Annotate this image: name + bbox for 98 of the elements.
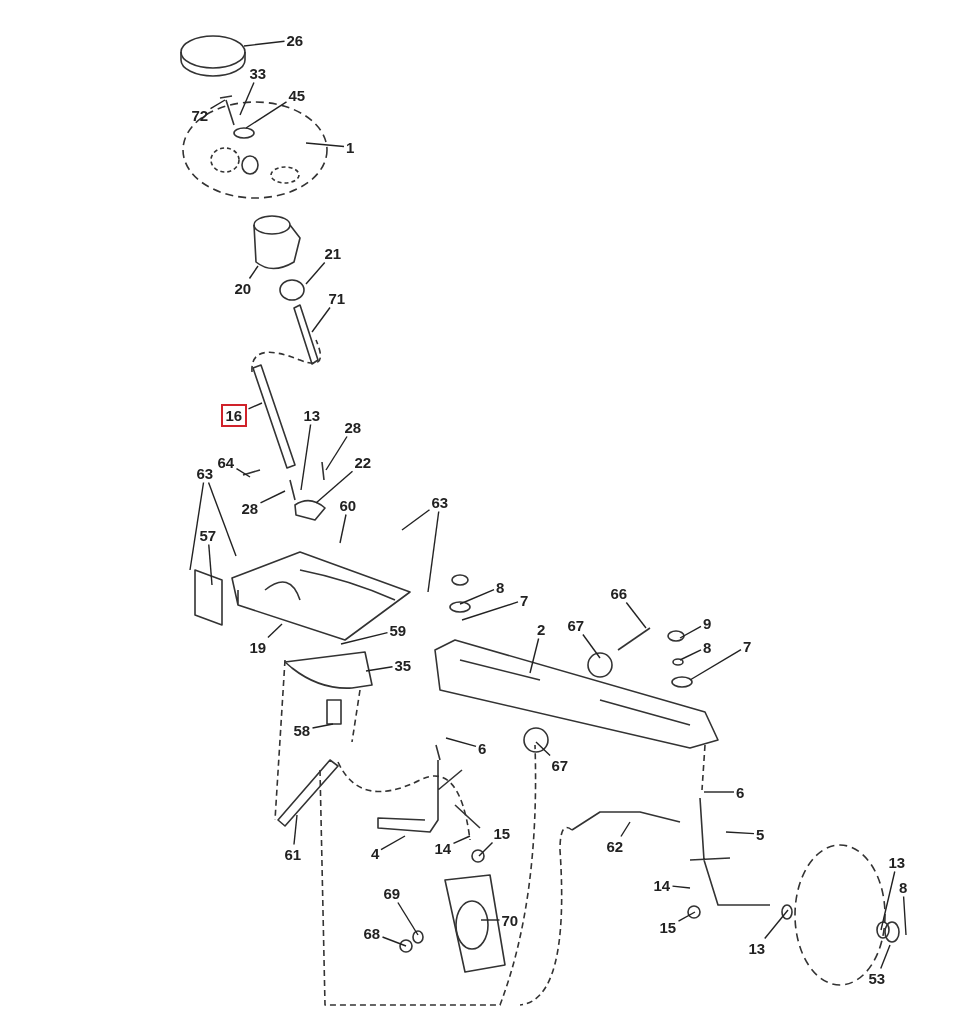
leader-line bbox=[243, 40, 286, 47]
callout-number: 57 bbox=[198, 526, 218, 544]
callout-number: 19 bbox=[248, 638, 268, 656]
leader-line bbox=[427, 510, 440, 593]
callout-number: 4 bbox=[370, 844, 381, 862]
leader-line bbox=[311, 723, 334, 729]
leader-line bbox=[267, 623, 283, 639]
callout-number: 7 bbox=[742, 637, 753, 655]
callout-number: 15 bbox=[492, 824, 512, 842]
leader-line bbox=[315, 470, 354, 504]
callout-number: 6 bbox=[735, 783, 746, 801]
leader-line bbox=[677, 911, 696, 922]
callout-number: 7 bbox=[519, 591, 530, 609]
leader-line bbox=[380, 835, 406, 851]
callout-number: 13 bbox=[887, 853, 907, 871]
leader-line bbox=[325, 435, 348, 471]
leader-line bbox=[880, 870, 896, 931]
callout-number: 33 bbox=[248, 64, 268, 82]
callout-number: 60 bbox=[338, 496, 358, 514]
leader-line bbox=[235, 467, 251, 478]
callout-number: 62 bbox=[605, 837, 625, 855]
leader-line bbox=[293, 814, 298, 846]
leader-line bbox=[452, 835, 471, 845]
callout-number: 61 bbox=[283, 845, 303, 863]
leader-line bbox=[529, 637, 540, 674]
leader-line bbox=[401, 509, 431, 531]
leader-line bbox=[582, 633, 601, 659]
callout-number: 69 bbox=[382, 884, 402, 902]
leader-line bbox=[880, 944, 891, 970]
callout-number: 14 bbox=[433, 839, 453, 857]
callout-number: 70 bbox=[500, 911, 520, 929]
leader-line bbox=[679, 649, 702, 661]
callout-number: 21 bbox=[323, 244, 343, 262]
leader-line bbox=[305, 142, 345, 148]
leader-line bbox=[300, 423, 312, 491]
callout-number: 45 bbox=[287, 86, 307, 104]
leader-line bbox=[902, 895, 907, 936]
leader-line bbox=[248, 265, 259, 280]
leader-line bbox=[445, 737, 477, 748]
callout-number: 13 bbox=[302, 406, 322, 424]
callout-number: 67 bbox=[550, 756, 570, 774]
leader-line bbox=[239, 81, 255, 116]
leader-line bbox=[247, 402, 263, 410]
callout-number: 28 bbox=[343, 418, 363, 436]
leader-line bbox=[625, 601, 647, 629]
callout-number: 35 bbox=[393, 656, 413, 674]
callout-number: 22 bbox=[353, 453, 373, 471]
callout-number: 9 bbox=[702, 614, 713, 632]
leader-line bbox=[689, 648, 742, 681]
leader-line bbox=[311, 306, 331, 333]
callout-number: 6 bbox=[477, 739, 488, 757]
leader-line bbox=[397, 901, 419, 936]
callout-number: 59 bbox=[388, 621, 408, 639]
leader-line bbox=[245, 101, 288, 129]
leader-line bbox=[208, 543, 213, 586]
callout-number: 72 bbox=[190, 106, 210, 124]
callout-number: 8 bbox=[898, 878, 909, 896]
leader-line bbox=[461, 601, 519, 621]
callout-number: 5 bbox=[755, 825, 766, 843]
leader-line bbox=[535, 741, 551, 757]
leader-line bbox=[365, 666, 394, 672]
callout-number: 8 bbox=[495, 578, 506, 596]
callout-number: 53 bbox=[867, 969, 887, 987]
leader-line bbox=[459, 588, 495, 605]
callout-number: 28 bbox=[240, 499, 260, 517]
callout-number: 20 bbox=[233, 279, 253, 297]
callout-number: 2 bbox=[536, 620, 547, 638]
leader-line bbox=[725, 831, 755, 835]
callout-number: 64 bbox=[216, 453, 236, 471]
leader-line bbox=[671, 885, 691, 889]
leader-line bbox=[305, 261, 326, 285]
callout-number: 66 bbox=[609, 584, 629, 602]
leader-line bbox=[209, 99, 226, 110]
leader-line bbox=[679, 625, 702, 639]
callout-number: 8 bbox=[702, 638, 713, 656]
callout-number: 63 bbox=[430, 493, 450, 511]
leader-line bbox=[259, 490, 286, 504]
callout-number: 15 bbox=[658, 918, 678, 936]
callout-number: 63 bbox=[195, 464, 215, 482]
leader-line bbox=[703, 791, 735, 793]
callout-number: 13 bbox=[747, 939, 767, 957]
callout-number: 16 bbox=[220, 403, 248, 427]
callout-number: 71 bbox=[327, 289, 347, 307]
callout-number: 1 bbox=[345, 138, 356, 156]
callout-number: 26 bbox=[285, 31, 305, 49]
leader-line bbox=[339, 513, 347, 544]
leader-line bbox=[189, 481, 205, 571]
leader-line bbox=[620, 821, 631, 838]
callout-number: 67 bbox=[566, 616, 586, 634]
leader-line bbox=[480, 919, 501, 921]
leader-line bbox=[340, 631, 389, 645]
leader-line bbox=[381, 936, 407, 947]
leader-line bbox=[764, 909, 789, 940]
callout-number: 68 bbox=[362, 924, 382, 942]
leader-line bbox=[478, 841, 494, 857]
callout-number: 14 bbox=[652, 876, 672, 894]
leader-line bbox=[207, 481, 237, 557]
callout-number: 58 bbox=[292, 721, 312, 739]
